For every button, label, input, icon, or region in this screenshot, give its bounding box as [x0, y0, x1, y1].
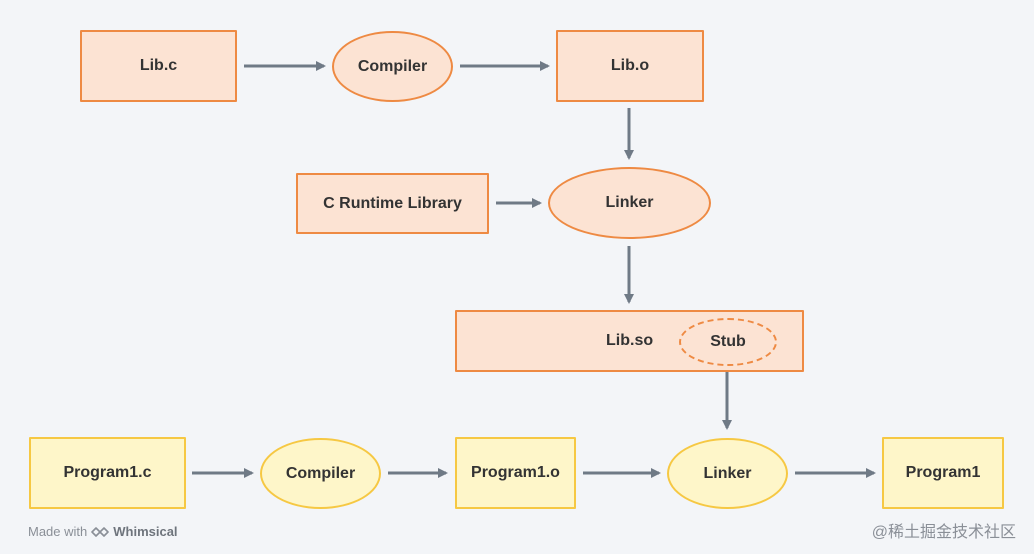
- made-with-footer[interactable]: Made with Whimsical: [28, 524, 178, 539]
- lib-o-label: Lib.o: [610, 57, 650, 74]
- linker-top-node[interactable]: Linker: [548, 167, 711, 239]
- c-runtime-library-label: C Runtime Library: [323, 194, 462, 212]
- linker-bottom-label: Linker: [703, 464, 752, 482]
- linker-top-label: Linker: [605, 194, 654, 211]
- compiler-bottom-label: Compiler: [285, 464, 356, 482]
- lib-so-label: Lib.so: [606, 332, 654, 349]
- c-runtime-library-node[interactable]: C Runtime Library: [296, 173, 489, 234]
- program1-label: Program1: [905, 464, 981, 481]
- whimsical-logo-icon: [91, 526, 110, 538]
- lib-o-node[interactable]: Lib.o: [556, 30, 704, 102]
- stub-label: Stub: [710, 333, 746, 350]
- compiler-top-label: Compiler: [357, 57, 428, 75]
- linker-bottom-node[interactable]: Linker: [667, 438, 788, 509]
- program1-c-label: Program1.c: [63, 464, 152, 481]
- lib-c-label: Lib.c: [139, 57, 178, 74]
- program1-o-node[interactable]: Program1.o: [455, 437, 576, 509]
- made-with-text: Made with: [28, 524, 88, 539]
- program1-o-label: Program1.o: [471, 464, 560, 481]
- program1-c-node[interactable]: Program1.c: [29, 437, 186, 509]
- program1-node[interactable]: Program1: [882, 437, 1004, 509]
- compiler-top-node[interactable]: Compiler: [332, 31, 453, 102]
- lib-c-node[interactable]: Lib.c: [80, 30, 237, 102]
- compiler-bottom-node[interactable]: Compiler: [260, 438, 381, 509]
- watermark-text: @稀土掘金技术社区: [871, 524, 1016, 541]
- whimsical-brand-text: Whimsical: [113, 524, 178, 539]
- stub-node[interactable]: Stub: [679, 318, 777, 366]
